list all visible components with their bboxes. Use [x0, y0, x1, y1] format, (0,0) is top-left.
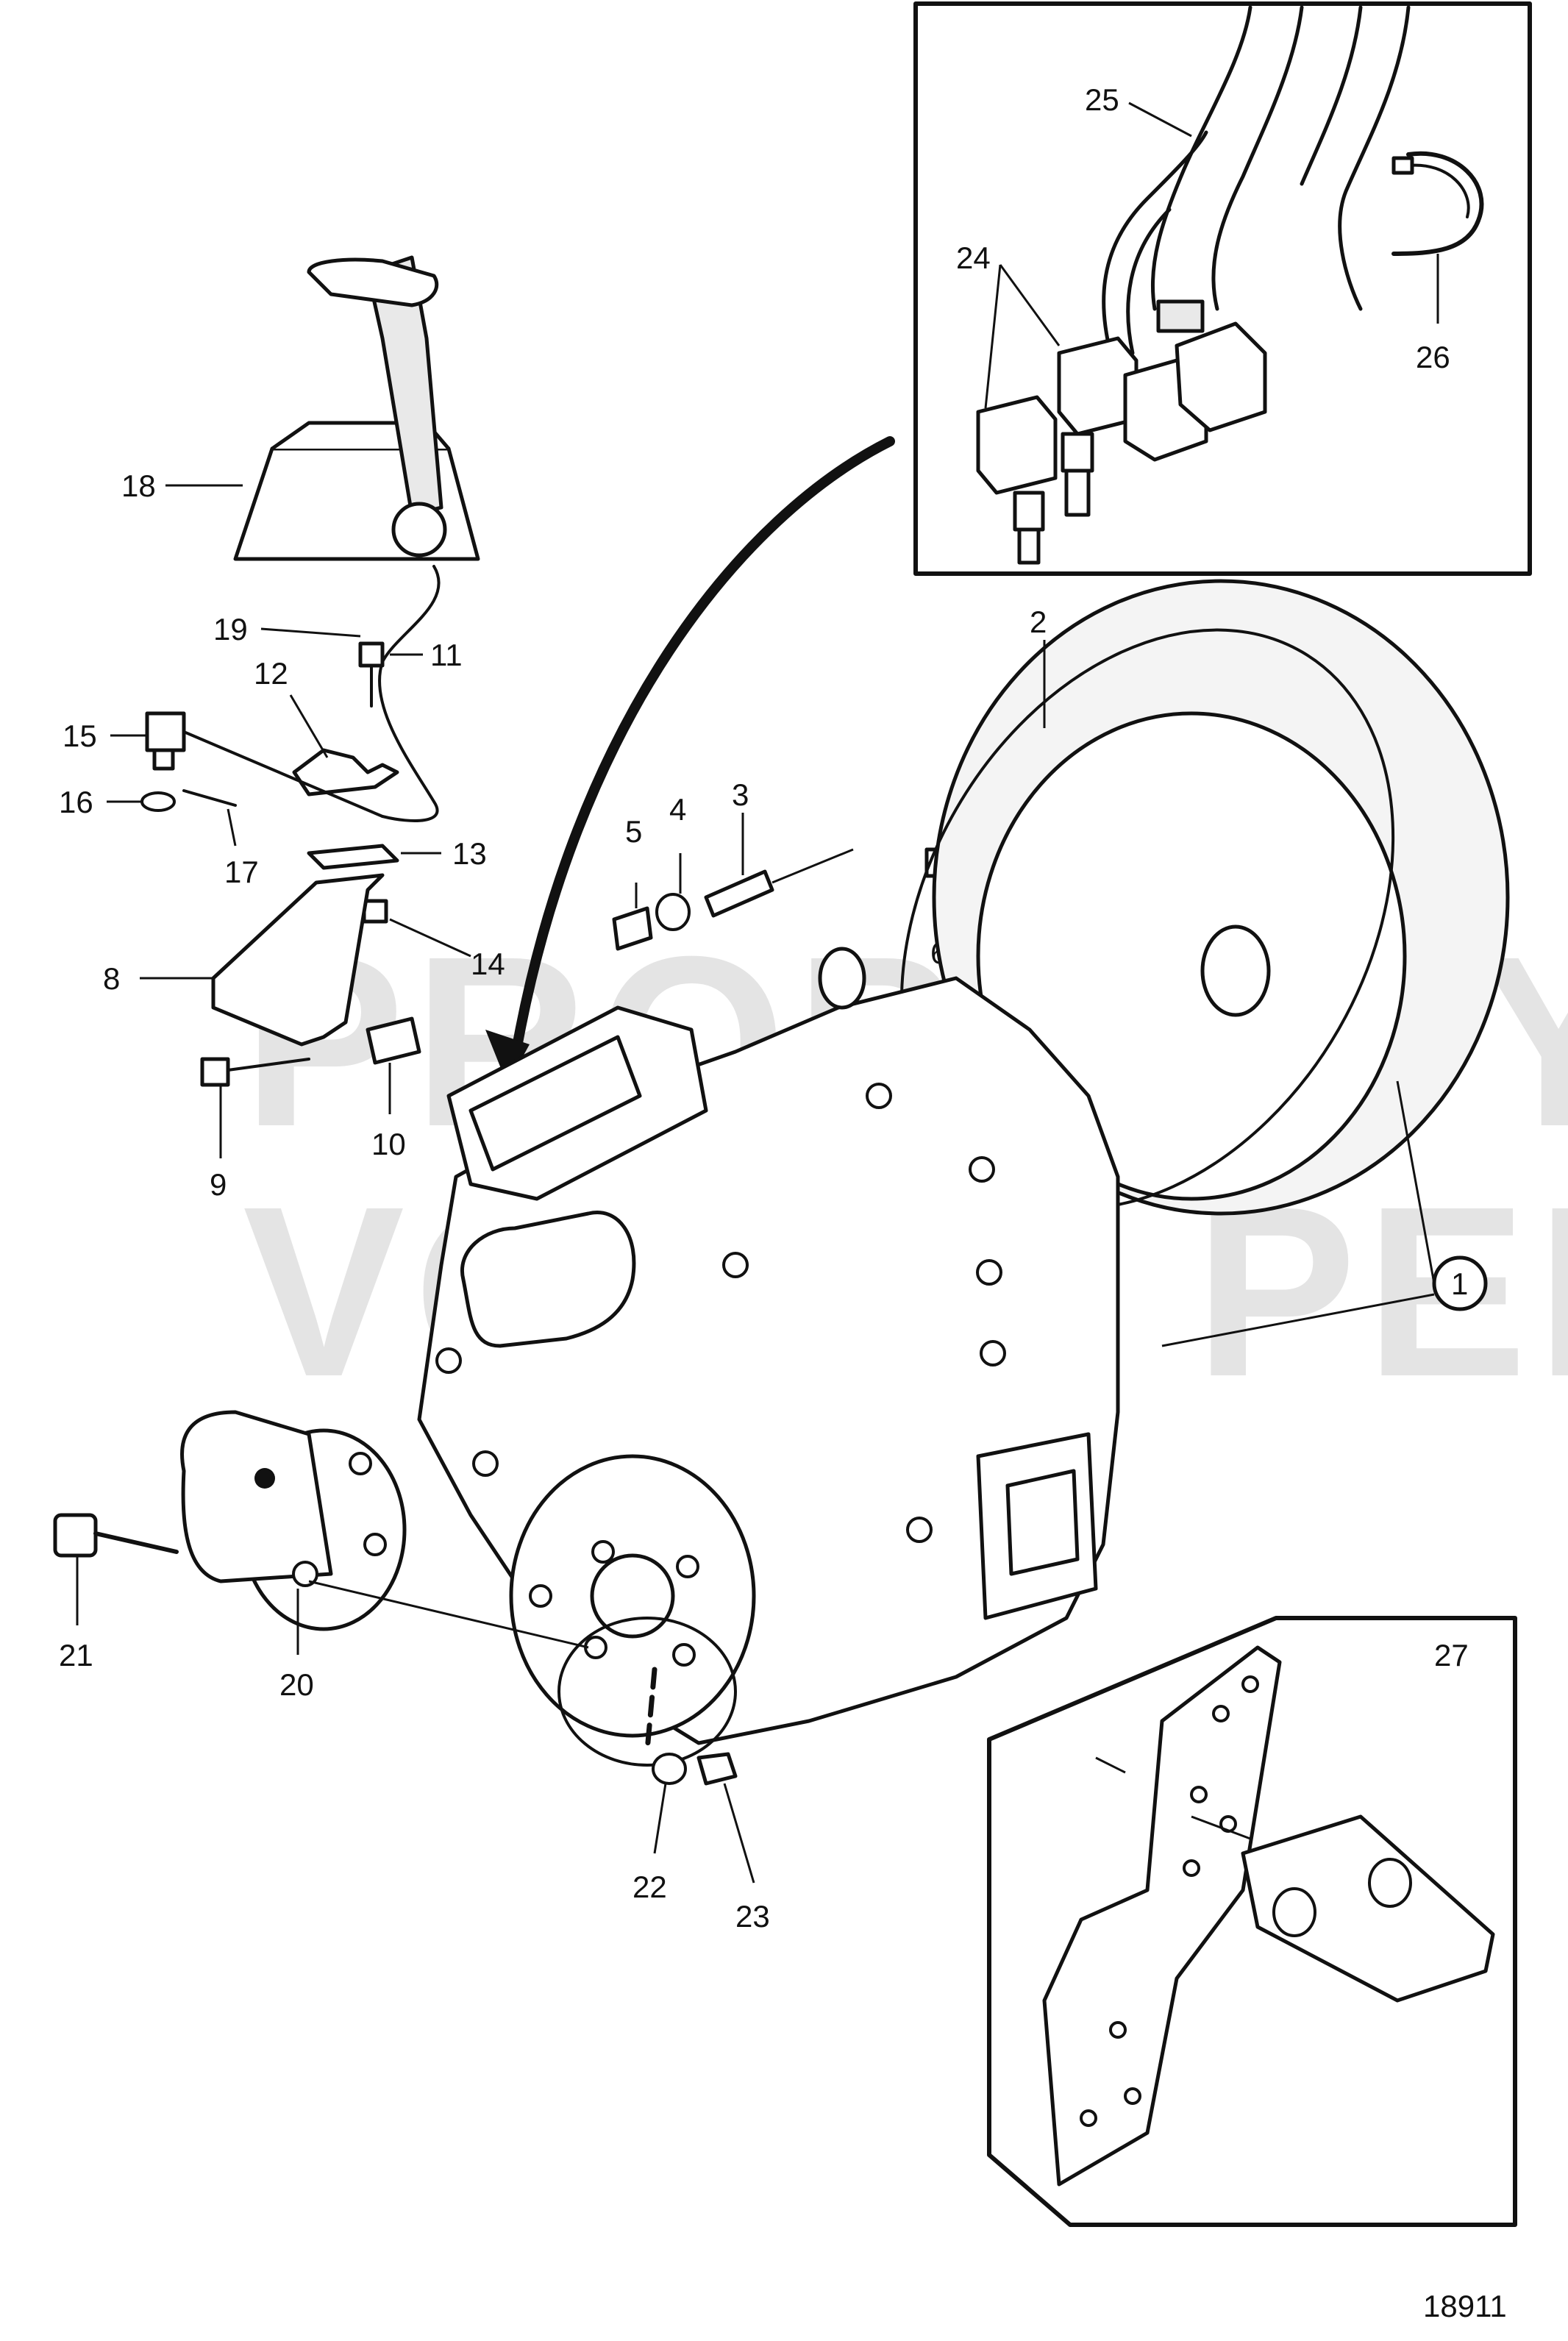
- callout-19: 19: [213, 612, 248, 646]
- callout-3: 3: [732, 777, 749, 812]
- callout-8: 8: [103, 961, 120, 996]
- callout-13: 13: [452, 836, 487, 871]
- inset-mounting-brackets: [987, 1616, 1517, 2227]
- connector-pair: [976, 299, 1267, 565]
- callout-10: 10: [371, 1127, 406, 1161]
- callout-4: 4: [669, 792, 686, 827]
- callout-12: 12: [254, 656, 288, 691]
- callout-22: 22: [632, 1870, 667, 1904]
- callout-16: 16: [59, 785, 93, 819]
- callout-1: 1: [1451, 1266, 1468, 1301]
- control-lever-assembly: [233, 255, 480, 822]
- callout-17: 17: [224, 855, 259, 889]
- callout-9: 9: [210, 1167, 227, 1202]
- callout-14: 14: [471, 947, 505, 981]
- callout-21: 21: [59, 1638, 93, 1672]
- figure-number: 18911: [1423, 2289, 1507, 2323]
- bell-housing-and-damper: [899, 579, 1510, 1216]
- washer-and-nut: [644, 1667, 738, 1786]
- callout-26: 26: [1416, 340, 1450, 374]
- callout-2: 2: [1030, 605, 1047, 639]
- callout-20: 20: [279, 1667, 314, 1702]
- output-coupling: [53, 1410, 756, 1767]
- inset-harness-detail: 25 24 26: [913, 1, 1532, 576]
- bracket-parts: [140, 641, 421, 1087]
- callout-23: 23: [735, 1899, 770, 1934]
- callout-27: 27: [1434, 1638, 1469, 1672]
- callout-18: 18: [121, 468, 156, 503]
- callout-15: 15: [63, 719, 97, 753]
- callout-11: 11: [430, 638, 463, 672]
- cable-clip: [1391, 151, 1484, 256]
- callout-25: 25: [1085, 82, 1119, 117]
- callout-24: 24: [956, 240, 991, 275]
- callout-5: 5: [625, 814, 642, 849]
